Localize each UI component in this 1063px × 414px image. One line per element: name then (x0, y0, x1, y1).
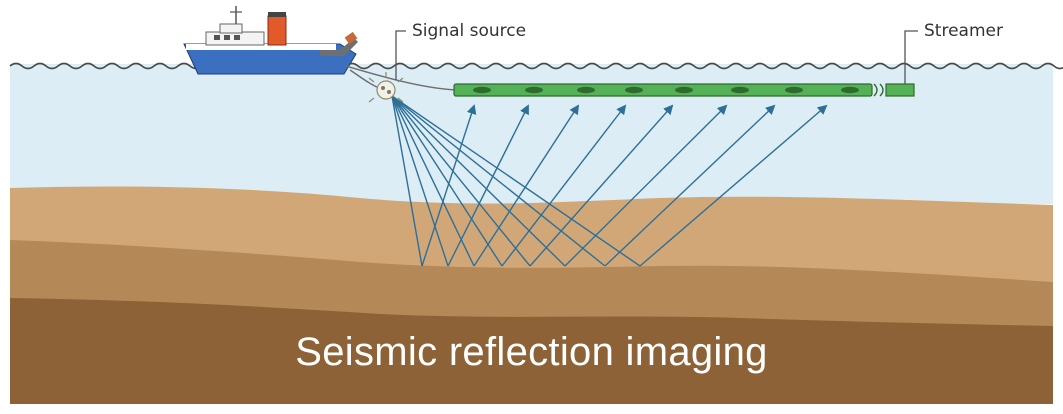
streamer-callout: Streamer (904, 21, 1003, 84)
hydrophone-8 (841, 86, 859, 94)
ray-down-8 (391, 95, 641, 267)
signal-source-label: Signal source (412, 21, 526, 41)
ray-down-3 (391, 95, 475, 267)
airgun-source-icon (368, 72, 404, 103)
hydrophone-4 (625, 86, 643, 94)
ray-down-2 (391, 95, 449, 267)
sediment-layer-bottom (10, 298, 1053, 404)
ray-up-6 (564, 104, 728, 267)
ray-up-4 (501, 104, 627, 267)
ray-up-5 (529, 104, 674, 267)
streamer-tow-cable (345, 65, 457, 91)
ship-icon (183, 6, 358, 75)
ray-down-6 (391, 95, 566, 267)
hydrophone-7 (785, 86, 803, 94)
ray-down-7 (391, 95, 606, 267)
streamer-label: Streamer (924, 21, 1003, 41)
ray-up-3 (473, 104, 580, 267)
hydrophone-1 (473, 86, 491, 94)
diagram-caption: Seismic reflection imaging (295, 330, 768, 374)
ray-up-8 (639, 104, 828, 267)
sea-surface (9, 62, 1063, 70)
hydrophone-5 (675, 86, 693, 94)
ray-down-5 (391, 95, 531, 267)
streamer-cable (453, 83, 915, 97)
hydrophone-3 (577, 86, 595, 94)
ray-up-7 (604, 104, 776, 267)
hydrophone-2 (525, 86, 543, 94)
signal-source-callout: Signal source (395, 21, 526, 80)
ray-down-1 (391, 95, 423, 267)
ray-down-4 (391, 95, 503, 267)
ray-up-1 (421, 104, 477, 267)
seismic-rays (391, 95, 828, 267)
hydrophone-6 (731, 86, 749, 94)
